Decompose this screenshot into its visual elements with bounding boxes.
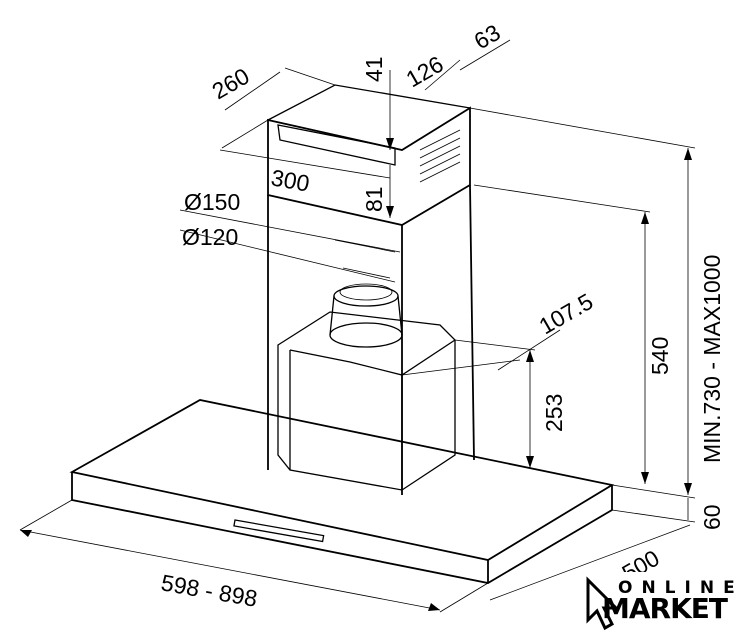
dim-126: 126 (402, 51, 448, 93)
motor-block (277, 283, 456, 491)
logo-line2: MARKET (602, 592, 728, 625)
dim-41: 41 (361, 56, 387, 82)
dim-60: 60 (699, 504, 725, 530)
dim-540: 540 (647, 337, 673, 375)
dim-253: 253 (541, 394, 567, 432)
dim-260: 260 (208, 63, 254, 105)
logo-line1: ONLINE (618, 578, 741, 598)
cursor-icon (586, 576, 618, 631)
dim-150: Ø150 (184, 189, 240, 215)
chimney-lower (267, 184, 475, 495)
dim-107-5: 107.5 (535, 288, 598, 339)
dim-width: 598 - 898 (159, 569, 259, 611)
dim-81: 81 (361, 186, 387, 212)
dim-63: 63 (470, 19, 505, 54)
dim-120: Ø120 (182, 224, 238, 250)
dim-300: 300 (269, 164, 311, 196)
dimension-arrows (20, 138, 692, 611)
dim-height: MIN.730 - MAX1000 (699, 255, 725, 463)
dimension-lines (19, 39, 696, 613)
online-market-logo: ONLINE MARKET (578, 572, 741, 640)
